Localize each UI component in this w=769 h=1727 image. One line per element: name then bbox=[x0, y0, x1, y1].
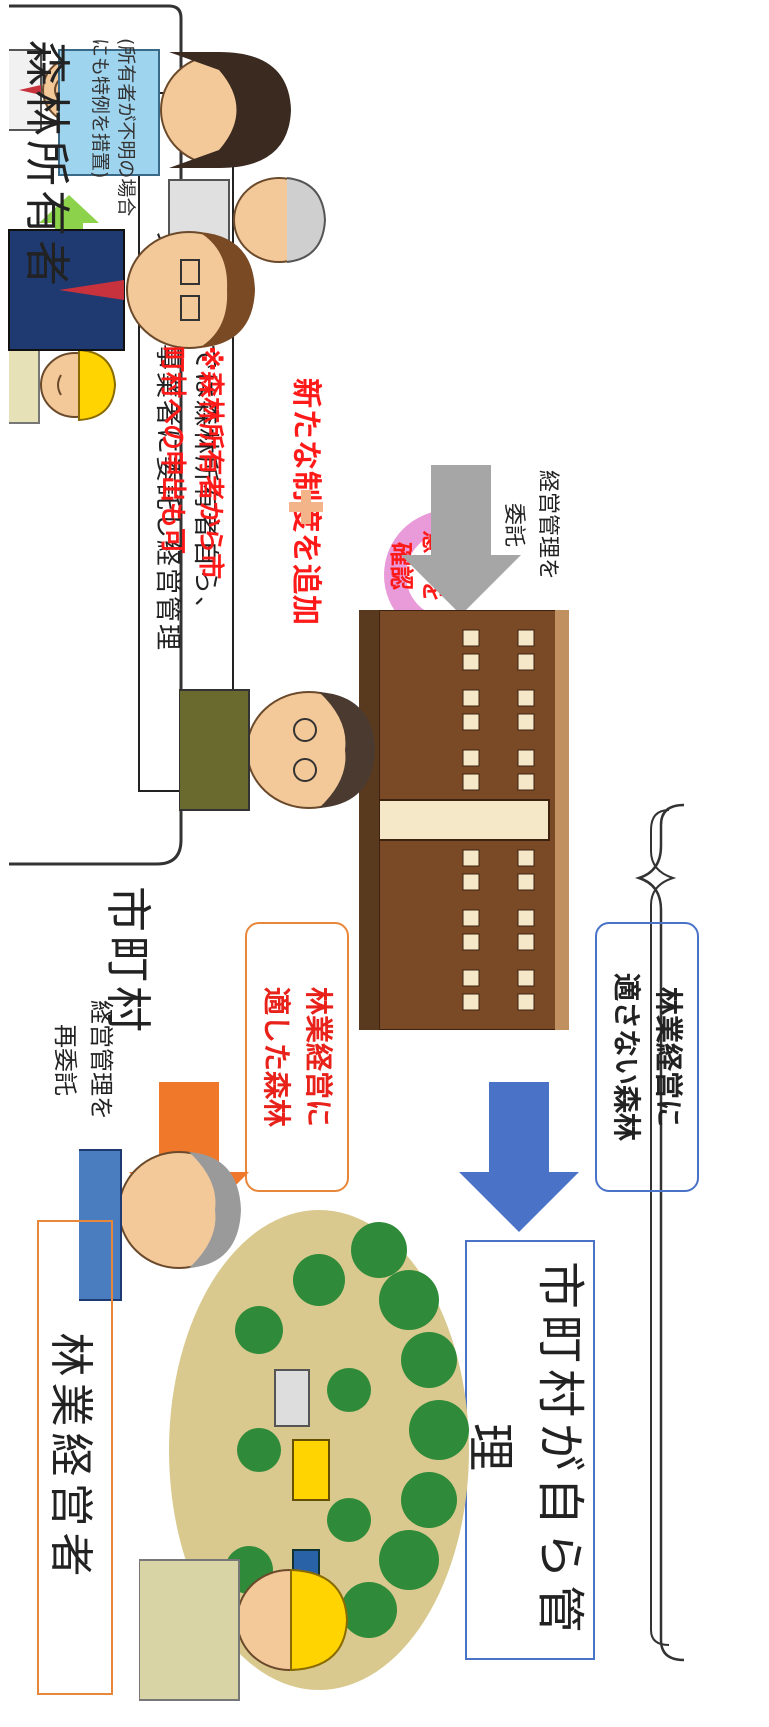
consign-arrow-icon bbox=[401, 465, 521, 615]
outer-bracket bbox=[9, 4, 183, 866]
municipality-self-manage-box: 市町村が自ら管理 bbox=[462, 1240, 595, 1660]
forest-owners-figure bbox=[8, 49, 327, 351]
consign-text: 経営管理を 委託 bbox=[501, 470, 560, 581]
forest-owner-title: 森林所有者 bbox=[20, 40, 74, 290]
forestry-operator-figure-2 bbox=[139, 1559, 349, 1701]
forestry-operator-figure-1 bbox=[79, 1149, 241, 1301]
worker-figure bbox=[9, 347, 117, 424]
municipality-building-figure bbox=[359, 610, 569, 1030]
reconsign-text: 経営管理を 再委託 bbox=[51, 1000, 115, 1120]
unsuitable-forest-box: 林業経営に 適さない森林 bbox=[595, 922, 699, 1192]
forestry-operator-box: 林業経営者 bbox=[37, 1220, 113, 1695]
confirm-arc-icon bbox=[384, 510, 449, 640]
special-note: ※森林所有者から市 町村への申出も可 bbox=[157, 346, 225, 580]
curly-brace bbox=[634, 803, 685, 1662]
forest-scene-figure bbox=[169, 1210, 469, 1690]
suitable-forest-box: 林業経営に 適した森林 bbox=[245, 922, 349, 1192]
forest-owner-note: (所有者が不明の場合 にも特例を措置) bbox=[89, 38, 137, 217]
plus-icon-h bbox=[301, 490, 311, 524]
blue-arrow-icon bbox=[459, 1082, 579, 1232]
municipal-officer-figure bbox=[179, 689, 375, 811]
